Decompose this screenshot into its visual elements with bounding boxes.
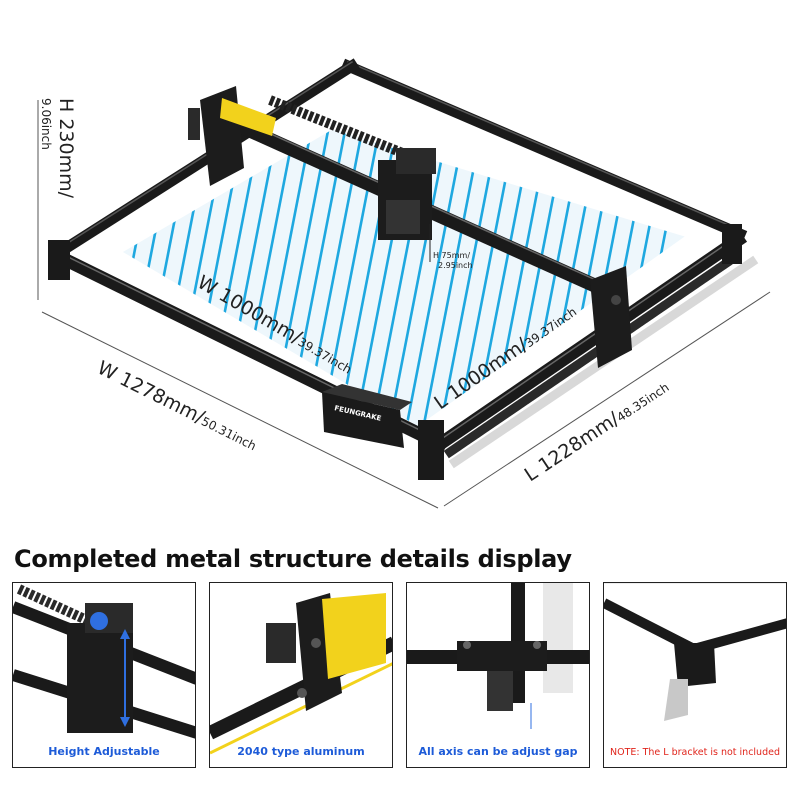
laser-module [378, 148, 436, 262]
aluminum-frame [48, 58, 759, 480]
width-dimension-mm: W 1278mm/ [94, 357, 209, 429]
detail-panel-l-bracket: NOTE: The L bracket is not included [603, 582, 787, 768]
aluminum-profile-drawing [210, 593, 392, 755]
height-adjustable-drawing [13, 584, 195, 739]
height-dimension-mm: H 230mm/ [55, 98, 77, 199]
length-dimension-inch: 48.35inch [614, 380, 671, 425]
detail-panel-2040-aluminum: 2040 type aluminum [209, 582, 393, 768]
width-dimension: W 1278mm/50.31inch [94, 357, 261, 455]
section-title: Completed metal structure details displa… [14, 545, 572, 573]
module-height-dimension-mm: H 75mm/ [433, 251, 470, 260]
detail-caption: NOTE: The L bracket is not included [610, 747, 780, 758]
module-height-dimension-inch: 2.95inch [438, 261, 473, 270]
svg-text:W 1278mm/50.31inch: W 1278mm/50.31inch [94, 357, 261, 455]
l-bracket-drawing [604, 583, 786, 721]
controller-box [322, 384, 412, 448]
length-dimension-mm: L 1228mm/ [521, 408, 624, 487]
detail-caption: 2040 type aluminum [237, 745, 365, 758]
detail-panel-height-adjustable: Height Adjustable [12, 582, 196, 768]
width-dimension-inch: 50.31inch [199, 414, 258, 453]
detail-caption: All axis can be adjust gap [418, 745, 578, 758]
engraver-illustration: FEUNGRAKE H 230mm/ 9.06inch W 1278mm/50.… [37, 58, 771, 509]
dimension-guides [37, 100, 771, 509]
detail-panel-adjust-gap: All axis can be adjust gap [406, 582, 590, 768]
height-dimension-inch: 9.06inch [39, 98, 53, 150]
engraver-frame-drawing: FEUNGRAKE H 230mm/ 9.06inch W 1278mm/50.… [37, 58, 771, 509]
detail-caption: Height Adjustable [48, 745, 160, 758]
adjust-gap-drawing [407, 583, 589, 729]
